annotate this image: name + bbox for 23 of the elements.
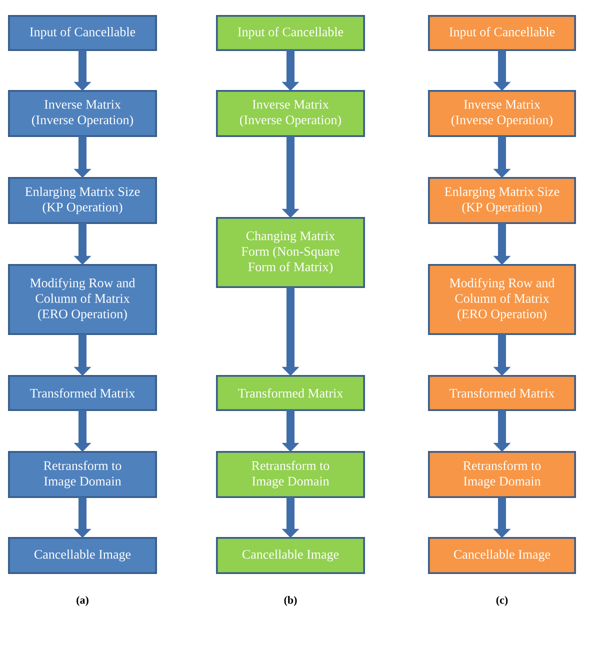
process-box: Modifying Row and Column of Matrix (ERO Operation) <box>428 264 576 335</box>
subfigure-label: (c) <box>496 596 508 606</box>
process-box: Changing Matrix Form (Non-Square Form of Matrix) <box>216 217 365 288</box>
process-box: Enlarging Matrix Size (KP Operation) <box>8 177 157 224</box>
process-box: Input of Cancellable <box>8 15 157 51</box>
process-box: Inverse Matrix (Inverse Operation) <box>8 90 157 137</box>
process-box: Cancellable Image <box>216 537 365 574</box>
process-box: Transformed Matrix <box>216 375 365 411</box>
process-box: Input of Cancellable <box>428 15 576 51</box>
process-box: Retransform to Image Domain <box>428 451 576 498</box>
process-box: Cancellable Image <box>8 537 157 574</box>
process-box: Transformed Matrix <box>428 375 576 411</box>
process-box: Modifying Row and Column of Matrix (ERO Operation) <box>8 264 157 335</box>
process-box: Inverse Matrix (Inverse Operation) <box>428 90 576 137</box>
subfigure-label: (b) <box>284 596 297 606</box>
process-box: Retransform to Image Domain <box>216 451 365 498</box>
process-box: Enlarging Matrix Size (KP Operation) <box>428 177 576 224</box>
subfigure-label: (a) <box>76 596 88 606</box>
process-box: Retransform to Image Domain <box>8 451 157 498</box>
process-box: Transformed Matrix <box>8 375 157 411</box>
process-box: Cancellable Image <box>428 537 576 574</box>
process-box: Inverse Matrix (Inverse Operation) <box>216 90 365 137</box>
process-box: Input of Cancellable <box>216 15 365 51</box>
